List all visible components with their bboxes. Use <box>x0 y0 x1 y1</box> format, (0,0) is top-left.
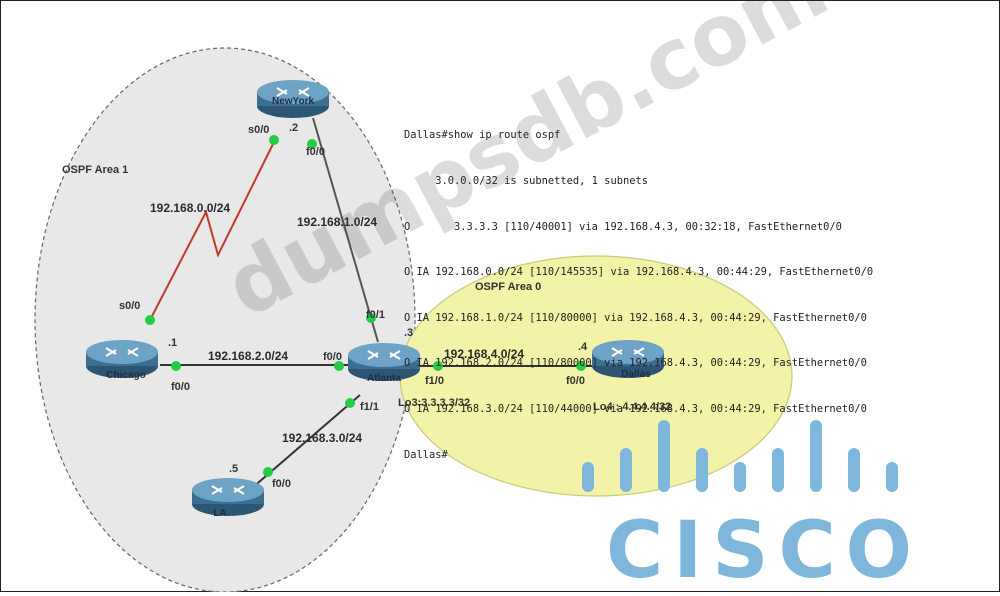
terminal-line: O IA 192.168.2.0/24 [110/80000] via 192.… <box>404 357 867 370</box>
network-label-chicago-atlanta: 192.168.2.0/24 <box>208 349 288 363</box>
cisco-logo-bars <box>582 420 898 492</box>
if-label-chicago-host: .1 <box>168 337 177 349</box>
if-label-ny-s00: s0/0 <box>248 124 269 136</box>
router-newyork: NewYork <box>257 80 329 118</box>
cisco-wordmark: CISCO <box>606 506 922 596</box>
terminal-line: O IA 192.168.1.0/24 [110/80000] via 192.… <box>404 311 867 324</box>
router-chicago: Chicago <box>86 340 158 381</box>
if-label-atlanta-f10: f1/0 <box>425 375 444 387</box>
terminal-output: Dallas#show ip route ospf 3.0.0.0/32 is … <box>404 98 873 478</box>
area-1-label: OSPF Area 1 <box>62 164 128 176</box>
network-label-ny-atlanta: 192.168.1.0/24 <box>297 215 377 229</box>
router-arrows-icon <box>276 87 310 97</box>
router-arrows-icon <box>367 350 401 360</box>
network-label-atlanta-la: 192.168.3.0/24 <box>282 431 362 445</box>
if-label-ny-f00: f0/0 <box>306 146 325 158</box>
terminal-line: O 3.3.3.3 [110/40001] via 192.168.4.3, 0… <box>404 220 842 233</box>
port-newyork-f00 <box>307 139 317 149</box>
if-label-la-host: .5 <box>229 463 238 475</box>
interface-ports <box>145 135 586 477</box>
terminal-line: Dallas#show ip route ospf <box>404 129 561 142</box>
loopback-label-atlanta: Lo3:3.3.3.3/32 <box>398 397 470 409</box>
if-label-dallas-f00: f0/0 <box>566 375 585 387</box>
port-atlanta-f00 <box>334 361 344 371</box>
port-chicago-f00 <box>171 361 181 371</box>
router-la: LA <box>192 478 264 519</box>
terminal-line: 3.0.0.0/32 is subnetted, 1 subnets <box>404 175 648 187</box>
router-dallas: Dallas <box>592 340 664 380</box>
if-label-chicago-s00: s0/0 <box>119 300 140 312</box>
link-newyork-chicago <box>149 139 276 321</box>
router-name-dallas: Dallas <box>621 369 651 380</box>
port-chicago-s00 <box>145 315 155 325</box>
port-atlanta-f11 <box>345 398 355 408</box>
router-arrows-icon <box>105 347 139 357</box>
port-atlanta-f01 <box>366 313 376 323</box>
router-arrows-icon <box>611 347 645 357</box>
router-name-chicago: Chicago <box>106 370 145 381</box>
if-label-dallas-host: .4 <box>578 341 588 353</box>
router-name-atlanta: Atlanta <box>367 373 401 384</box>
link-newyork-atlanta <box>312 117 379 343</box>
if-label-atlanta-f11: f1/1 <box>360 401 379 413</box>
area-0-label: OSPF Area 0 <box>475 281 541 293</box>
terminal-line: Dallas# <box>404 448 448 461</box>
if-label-atlanta-f01: f0/1 <box>366 309 385 321</box>
port-la-f00 <box>263 467 273 477</box>
network-label-ny-chicago: 192.168.0.0/24 <box>150 201 230 215</box>
loopback-label-dallas: Lo4 : 4.4.4.4/32 <box>593 401 671 413</box>
router-name-la: LA <box>213 508 226 519</box>
terminal-line: O IA 192.168.0.0/24 [110/145535] via 192… <box>404 266 874 279</box>
router-atlanta: Atlanta <box>348 343 420 384</box>
if-label-atlanta-f00: f0/0 <box>323 351 342 363</box>
if-label-chicago-f00: f0/0 <box>171 381 190 393</box>
if-label-ny-host: .2 <box>289 122 298 134</box>
network-label-atlanta-dallas: 192.168.4.0/24 <box>444 347 524 361</box>
port-newyork-s00 <box>269 135 279 145</box>
if-label-la-f00: f0/0 <box>272 478 291 490</box>
terminal-line: O IA 192.168.3.0/24 [110/44000] via 192.… <box>404 402 867 415</box>
port-atlanta-f10 <box>433 361 443 371</box>
ospf-area-1-region <box>34 47 416 592</box>
port-dallas-f00 <box>576 361 586 371</box>
router-name-newyork: NewYork <box>272 96 314 107</box>
router-arrows-icon <box>211 485 245 495</box>
if-label-atlanta-host: .3 <box>404 327 413 339</box>
